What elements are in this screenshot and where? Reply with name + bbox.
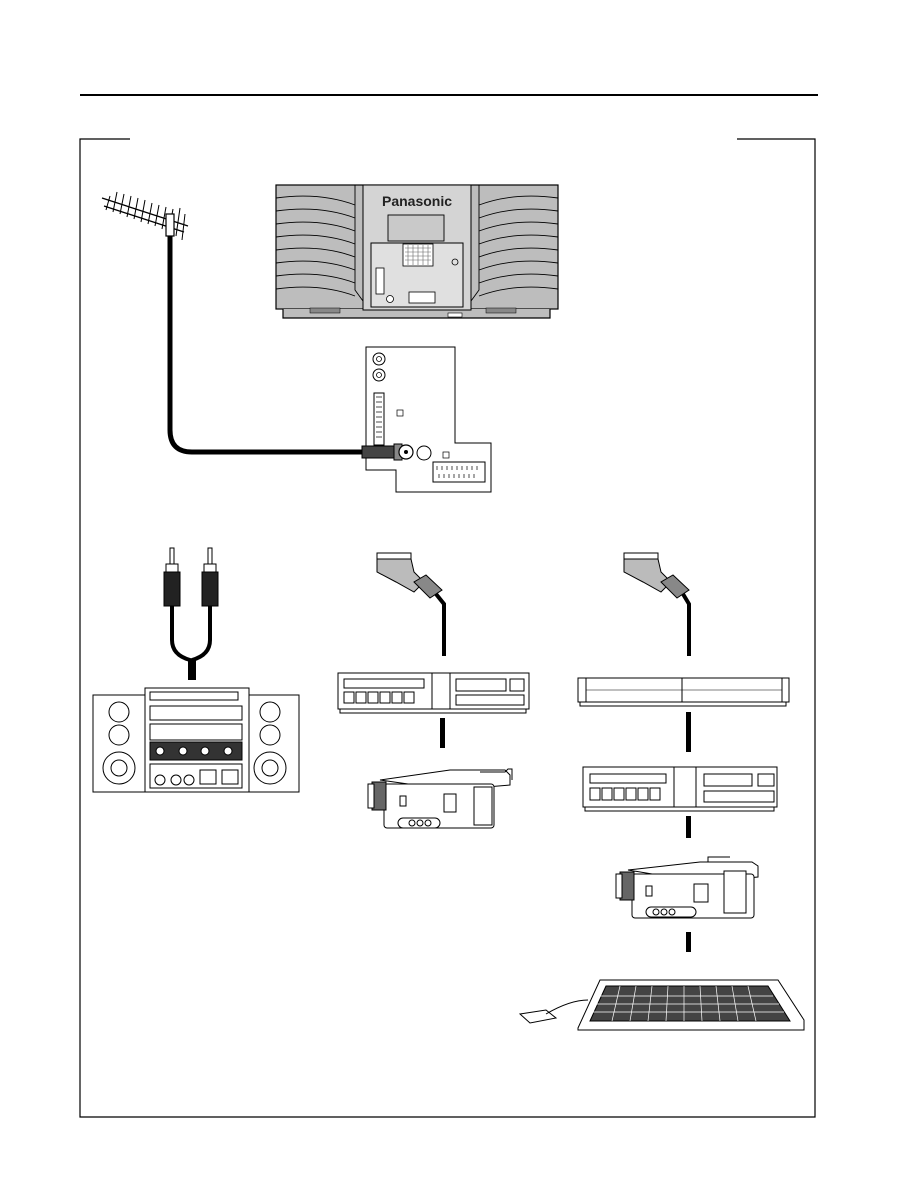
vcr-icon: [583, 767, 777, 811]
connector-panel-icon: [366, 347, 491, 492]
link-cable-vcr2-cam2: [686, 816, 691, 838]
link-cable-decoder-vcr2: [686, 712, 691, 752]
stereo-system-icon: [93, 688, 299, 792]
antenna-icon: [102, 192, 188, 240]
computer-icon: [520, 980, 804, 1030]
scart-cable-left: [436, 594, 444, 656]
camcorder-icon: [616, 857, 758, 918]
coax-plug-icon: [362, 444, 413, 460]
rca-plug-icon: [164, 548, 218, 680]
scart-cable-right: [683, 594, 689, 656]
header-rule: [80, 94, 818, 96]
decoder-icon: [578, 678, 789, 706]
vcr-icon: [338, 673, 529, 713]
camcorder-icon: [368, 769, 512, 828]
link-cable-cam2-computer: [686, 932, 691, 952]
tv-brand-label: Panasonic: [382, 193, 452, 209]
scart-plug-icon: [624, 553, 689, 598]
tv-rear-icon: Panasonic: [276, 185, 558, 318]
link-cable-vcr1-cam1: [440, 718, 445, 748]
scart-plug-icon: [377, 553, 442, 598]
